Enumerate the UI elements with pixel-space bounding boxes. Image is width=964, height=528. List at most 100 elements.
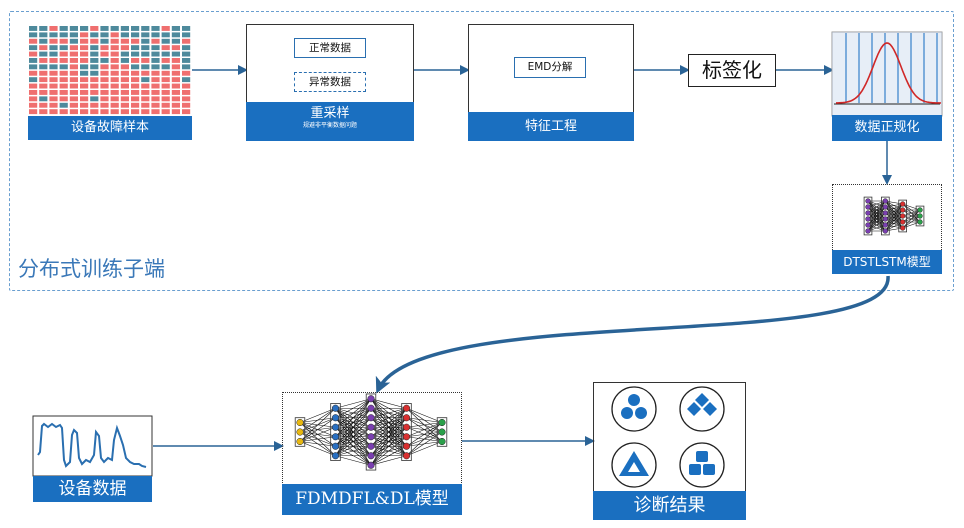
net-neuron (865, 222, 871, 228)
sample-cell (59, 70, 68, 76)
sample-grid (29, 26, 191, 115)
sample-cell (39, 58, 48, 63)
net-neuron (367, 442, 375, 450)
sample-cell (171, 38, 180, 44)
net-neuron (331, 433, 340, 441)
sample-cell (69, 38, 78, 44)
sample-cell (171, 45, 180, 51)
sample-cell (171, 90, 180, 95)
sample-cell (80, 70, 89, 76)
sample-cell (120, 58, 129, 63)
sample-cell (69, 109, 78, 115)
sample-cell (80, 26, 89, 31)
dtstlstm-network-icon (863, 196, 925, 236)
sample-cell (151, 70, 160, 76)
net-neuron (367, 452, 375, 460)
sample-cell (110, 109, 119, 115)
sample-cell (120, 102, 129, 108)
sample-cell (59, 109, 68, 115)
sample-cell (49, 102, 58, 108)
sample-cell (39, 45, 48, 51)
sample-cell (80, 45, 89, 51)
sample-cell (171, 83, 180, 89)
sample-cell (120, 51, 129, 57)
net-neuron (402, 423, 411, 431)
training-region (9, 11, 954, 291)
sample-cell (100, 26, 109, 31)
net-layer-frame (330, 403, 341, 461)
sample-cell (131, 64, 140, 70)
net-neuron (331, 442, 340, 450)
sample-cell (59, 83, 68, 89)
sample-cell (182, 38, 191, 44)
net-neuron (900, 219, 906, 225)
sample-cell (131, 90, 140, 95)
sample-cell (161, 90, 170, 95)
sample-cell (100, 77, 109, 83)
sample-cell (69, 51, 78, 57)
sample-cell (161, 32, 170, 38)
sample-cell (69, 70, 78, 76)
sample-cell (151, 38, 160, 44)
sample-cell (90, 38, 99, 44)
net-neuron (882, 222, 888, 228)
sample-cell (100, 38, 109, 44)
sample-cell (100, 109, 109, 115)
sample-cell (151, 109, 160, 115)
sample-cell (29, 58, 38, 63)
sample-cell (69, 45, 78, 51)
sample-cell (161, 45, 170, 51)
sample-cell (49, 83, 58, 89)
device-signal-chart (32, 415, 153, 477)
resample-bar: 重采样 规避非平衡数据问题 (246, 102, 414, 141)
net-neuron (367, 404, 375, 412)
sample-cell (49, 26, 58, 31)
sample-cell (141, 26, 150, 31)
sample-cell (80, 102, 89, 108)
sample-cell (120, 38, 129, 44)
sample-cell (39, 77, 48, 83)
sample-cell (141, 109, 150, 115)
result-icons (611, 386, 725, 488)
sample-cell (110, 58, 119, 63)
sample-cell (29, 38, 38, 44)
sample-cell (182, 26, 191, 31)
sample-cell (110, 32, 119, 38)
sample-cell (131, 51, 140, 57)
sample-cell (80, 83, 89, 89)
sample-cell (69, 64, 78, 70)
resample-sublabel: 规避非平衡数据问题 (302, 122, 357, 129)
sample-cell (59, 58, 68, 63)
sample-cell (141, 32, 150, 38)
sample-cell (59, 32, 68, 38)
net-neuron (900, 207, 906, 213)
net-neuron (882, 204, 888, 210)
net-neuron (865, 210, 871, 216)
curved-arrow (375, 275, 890, 394)
sample-cell (161, 38, 170, 44)
sample-cell (141, 83, 150, 89)
net-layer-frame (401, 403, 412, 461)
sample-cell (59, 77, 68, 83)
sample-cell (161, 109, 170, 115)
sample-cell (141, 64, 150, 70)
sample-cell (90, 83, 99, 89)
net-neuron (331, 423, 340, 431)
sample-cell (131, 83, 140, 89)
sample-cell (49, 90, 58, 95)
sample-cell (120, 90, 129, 95)
result-label: 诊断结果 (593, 491, 746, 520)
sample-cell (182, 83, 191, 89)
sample-cell (182, 77, 191, 83)
net-neuron (917, 219, 923, 225)
sample-cell (29, 70, 38, 76)
net-layer-frame (881, 196, 890, 236)
net-layer-frame (294, 417, 306, 447)
net-neuron (882, 198, 888, 204)
sample-cell (80, 32, 89, 38)
net-neuron (900, 201, 906, 207)
net-neuron (865, 198, 871, 204)
sample-cell (29, 32, 38, 38)
sample-cell (182, 32, 191, 38)
